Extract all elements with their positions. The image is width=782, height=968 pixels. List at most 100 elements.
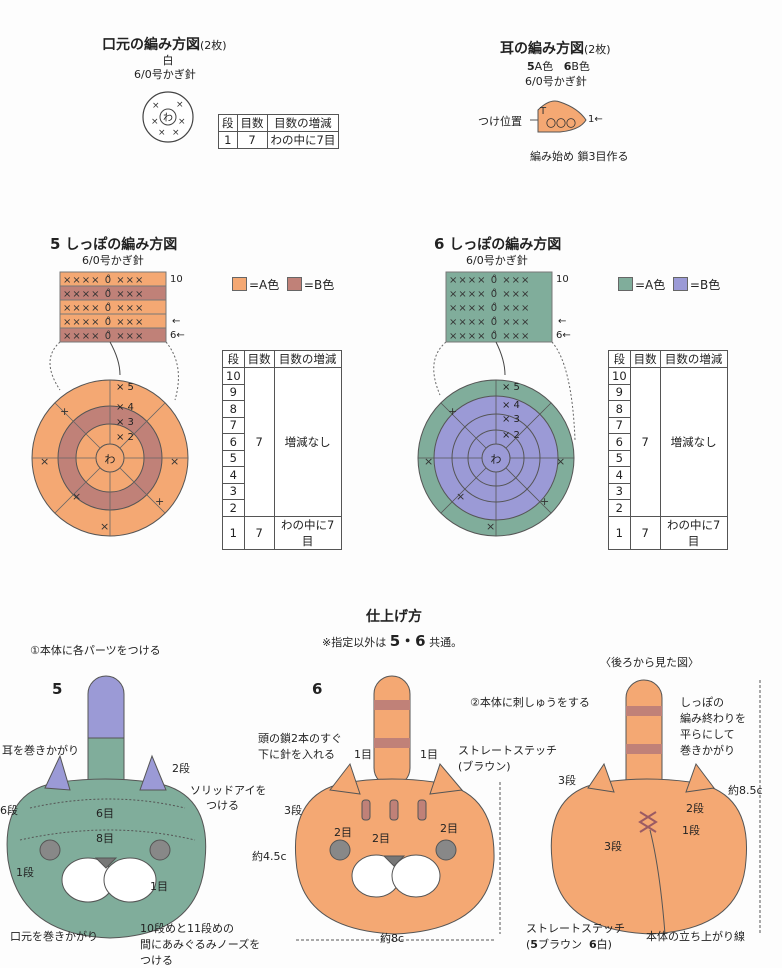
svg-text:×××× 0̊ ×××: ×××× 0̊ ××× xyxy=(449,316,530,328)
tail6-row10: 10 xyxy=(556,274,569,285)
back-view-label: 〈後ろから見た図〉 xyxy=(600,656,699,669)
svg-text:×: × xyxy=(170,455,179,468)
tail6-arrow: ← xyxy=(558,316,567,327)
fig6-chain-label: 頭の鎖2本のすぐ下に針を入れる xyxy=(258,732,342,761)
back-cat xyxy=(550,679,761,935)
ear-start-label: 編み始め 鎖3目作る xyxy=(530,150,629,163)
svg-text:× 5: × 5 xyxy=(116,382,134,393)
fig5-dan1: 1段 xyxy=(16,866,34,879)
fig5-me1: 1目 xyxy=(150,880,168,893)
fig5-me6: 6目 xyxy=(96,807,114,820)
svg-text:×: × xyxy=(72,490,81,503)
fig5-eye-label: ソリッドアイを xyxy=(190,784,267,797)
tail5-hook: 6/0号かぎ針 xyxy=(82,254,144,267)
fig6-me1b: 1目 xyxy=(420,748,438,761)
step1-label: ①本体に各パーツをつける xyxy=(30,644,161,657)
fig5-num: 5 xyxy=(52,680,63,698)
svg-text:×××× 0̊ ×××: ×××× 0̊ ××× xyxy=(449,302,530,314)
fig5-me8: 8目 xyxy=(96,832,114,845)
svg-text:+: + xyxy=(60,405,69,418)
svg-text:×××× 0̊ ×××: ×××× 0̊ ××× xyxy=(63,316,144,328)
fig6-me2a: 2目 xyxy=(334,826,352,839)
svg-text:×××× 0̊ ×××: ×××× 0̊ ××× xyxy=(449,288,530,300)
mouth-color: 白 xyxy=(162,54,174,67)
svg-text:わ: わ xyxy=(163,112,173,124)
svg-text:+: + xyxy=(540,495,549,508)
back-rise-label: 本体の立ち上がり線 xyxy=(646,930,745,943)
ear-hook: 6/0号かぎ針 xyxy=(525,75,587,88)
finish-note: ※指定以外は 5・6 共通。 xyxy=(322,632,463,650)
fig6-me1a: 1目 xyxy=(354,748,372,761)
fig5-eye-label2: つける xyxy=(206,799,239,812)
svg-text:〇〇〇: 〇〇〇 xyxy=(546,118,576,130)
back-dan3a: 3段 xyxy=(558,774,576,787)
fig5-ear-label: 耳を巻きかがり xyxy=(2,744,79,757)
fig5-dan6: 6段 xyxy=(0,804,18,817)
tail6-grid: ×××× 0̊ ××× ×××× 0̊ ××× ×××× 0̊ ××× ××××… xyxy=(433,271,576,441)
svg-text:×××× 0̊ ×××: ×××× 0̊ ××× xyxy=(63,274,144,286)
svg-text:× 2: × 2 xyxy=(116,432,134,443)
ear-chart: 〇〇〇 T xyxy=(530,100,587,133)
tail5-title: 5 しっぽの編み方図 xyxy=(50,235,178,253)
fig6-me2b: 2目 xyxy=(372,832,390,845)
back-stitch-label: ストレートステッチ (5ブラウン 6白) xyxy=(526,922,625,951)
tail6-title: 6 しっぽの編み方図 xyxy=(434,235,562,253)
svg-text:+: + xyxy=(155,495,164,508)
svg-text:×××× 0̊ ×××: ×××× 0̊ ××× xyxy=(63,330,144,342)
fig5-dan2: 2段 xyxy=(172,762,190,775)
svg-text:×××× 0̊ ×××: ×××× 0̊ ××× xyxy=(63,288,144,300)
ear-attach-label: つけ位置 xyxy=(478,115,522,128)
svg-text:×××× 0̊ ×××: ×××× 0̊ ××× xyxy=(449,274,530,286)
svg-text:わ: わ xyxy=(491,453,502,466)
fig6-cat xyxy=(294,675,501,941)
tail5-row10: 10 xyxy=(170,274,183,285)
svg-text:+: + xyxy=(448,405,457,418)
back-dan1: 1段 xyxy=(682,824,700,837)
back-dan2: 2段 xyxy=(686,802,704,815)
tail5-row6: 6← xyxy=(170,330,185,341)
back-tail-label: しっぽの編み終わりを平らにして巻きかがり xyxy=(680,696,746,757)
ear-row1: 1← xyxy=(588,114,603,125)
svg-text:× 4: × 4 xyxy=(502,400,520,411)
svg-text:× 3: × 3 xyxy=(502,414,520,425)
svg-text:× 4: × 4 xyxy=(116,402,134,413)
svg-text:×: × xyxy=(556,455,565,468)
svg-text:×: × xyxy=(456,490,465,503)
tail5-grid: ×××× 0̊ ××× ×××× 0̊ ××× ×××× 0̊ ××× ××××… xyxy=(49,271,179,401)
svg-text:×: × xyxy=(158,128,166,138)
legend-swatch-a xyxy=(232,277,247,291)
svg-text:×: × xyxy=(151,117,159,127)
mouth-title: 口元の編み方図(2枚) xyxy=(102,37,227,53)
legend-swatch-b xyxy=(672,277,688,291)
svg-text:わ: わ xyxy=(105,453,116,466)
fig6-num: 6 xyxy=(312,680,323,698)
ear-colors: 5A色 6B色 xyxy=(527,60,590,73)
legend-swatch-b xyxy=(286,277,302,291)
svg-text:×: × xyxy=(178,117,186,127)
legend-swatch-a xyxy=(618,277,633,291)
tail6-row6: 6← xyxy=(556,330,571,341)
fig5-mouth-label: 口元を巻きかがり xyxy=(10,930,98,943)
mouth-chart: わ ×× ×× ×× xyxy=(142,91,194,143)
svg-text:× 3: × 3 xyxy=(116,417,134,428)
back-dan3b: 3段 xyxy=(604,840,622,853)
svg-text:T: T xyxy=(539,106,547,117)
svg-text:× 2: × 2 xyxy=(502,430,520,441)
fig6-me2c: 2目 xyxy=(440,822,458,835)
fig5-cat xyxy=(6,675,207,939)
fig6-stitch-label: ストレートステッチ(ブラウン) xyxy=(458,744,557,773)
fig6-width: 約8c xyxy=(380,932,405,945)
fig6-dan3: 3段 xyxy=(284,804,302,817)
svg-text:×: × xyxy=(152,101,160,111)
fig6-height: 約4.5c xyxy=(252,850,287,863)
finish-title: 仕上げ方 xyxy=(366,609,422,625)
tail6-hook: 6/0号かぎ針 xyxy=(466,254,528,267)
ear-title: 耳の編み方図(2枚) xyxy=(500,41,611,57)
tail5-circle: わ × 5 × 4 × 3 × 2 × × + + × × xyxy=(31,379,189,537)
svg-text:×: × xyxy=(40,455,49,468)
svg-text:×: × xyxy=(100,520,109,533)
tail6-legend: =A色 =B色 xyxy=(618,276,720,293)
